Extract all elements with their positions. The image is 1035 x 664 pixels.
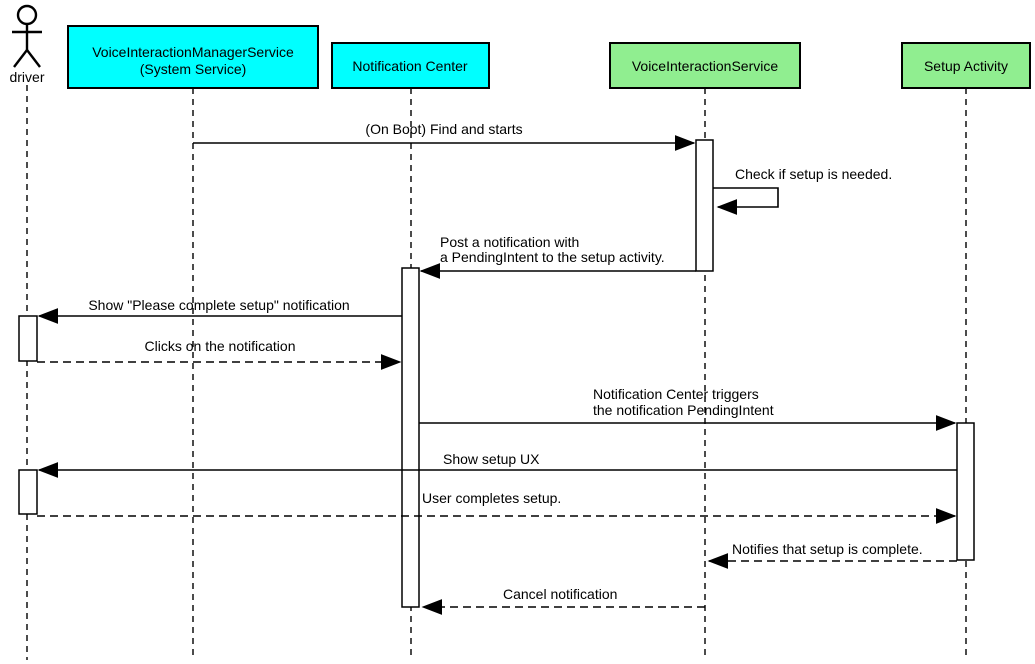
message-notifies-setup-complete: Notifies that setup is complete. bbox=[707, 541, 957, 569]
participant-voice-interaction-service: VoiceInteractionService bbox=[609, 42, 801, 89]
participant-box bbox=[609, 42, 801, 89]
message-label: Show "Please complete setup" notificatio… bbox=[88, 297, 349, 313]
message-label-line1: Post a notification with bbox=[440, 234, 579, 250]
message-check-if-setup-is-needed: Check if setup is needed. bbox=[713, 166, 892, 215]
actor-icon bbox=[12, 4, 42, 68]
actor-label: driver bbox=[9, 69, 44, 85]
participant-name-line2: (System Service) bbox=[140, 61, 247, 77]
message-label: Check if setup is needed. bbox=[735, 166, 892, 182]
message-label-line1: Notification Center triggers bbox=[593, 386, 759, 402]
activation-setup-activity bbox=[956, 422, 975, 561]
participant-setup-activity: Setup Activity bbox=[901, 42, 1031, 89]
message-show-setup-ux: Show setup UX bbox=[37, 451, 957, 478]
participant-name: Notification Center bbox=[352, 58, 468, 74]
activation-driver-2 bbox=[18, 469, 38, 515]
activation-driver-1 bbox=[18, 315, 38, 362]
actor-driver: driver bbox=[9, 4, 45, 85]
participant-box bbox=[67, 25, 319, 89]
message-cancel-notification: Cancel notification bbox=[421, 586, 705, 615]
message-notification-center-triggers-pendingintent: Notification Center triggers the notific… bbox=[419, 386, 957, 431]
self-message-arrow bbox=[713, 187, 779, 215]
message-label: Notifies that setup is complete. bbox=[732, 541, 923, 557]
participant-voice-interaction-manager-service: VoiceInteractionManagerService (System S… bbox=[67, 25, 319, 89]
activation-voice-interaction-service bbox=[695, 139, 714, 272]
participant-name: VoiceInteractionService bbox=[632, 58, 779, 74]
message-on-boot-find-and-starts: (On Boot) Find and starts bbox=[193, 121, 696, 151]
participant-name: Setup Activity bbox=[924, 58, 1008, 74]
participant-box bbox=[331, 42, 490, 89]
message-show-please-complete-setup-notification: Show "Please complete setup" notificatio… bbox=[37, 297, 402, 324]
participant-name-line1: VoiceInteractionManagerService bbox=[92, 44, 294, 60]
message-label: Show setup UX bbox=[443, 451, 540, 467]
message-label-line2: the notification PendingIntent bbox=[593, 402, 774, 418]
activation-notification-center bbox=[401, 267, 420, 608]
message-label: Clicks on the notification bbox=[145, 338, 296, 354]
message-label: User completes setup. bbox=[422, 490, 561, 506]
message-label-line2: a PendingIntent to the setup activity. bbox=[440, 249, 665, 265]
message-post-a-notification: Post a notification with a PendingIntent… bbox=[419, 234, 696, 279]
message-user-completes-setup: User completes setup. bbox=[37, 490, 957, 524]
participant-box bbox=[901, 42, 1031, 89]
message-label: (On Boot) Find and starts bbox=[365, 121, 522, 137]
message-clicks-on-the-notification: Clicks on the notification bbox=[37, 338, 402, 370]
participant-notification-center: Notification Center bbox=[331, 42, 490, 89]
message-label: Cancel notification bbox=[503, 586, 617, 602]
